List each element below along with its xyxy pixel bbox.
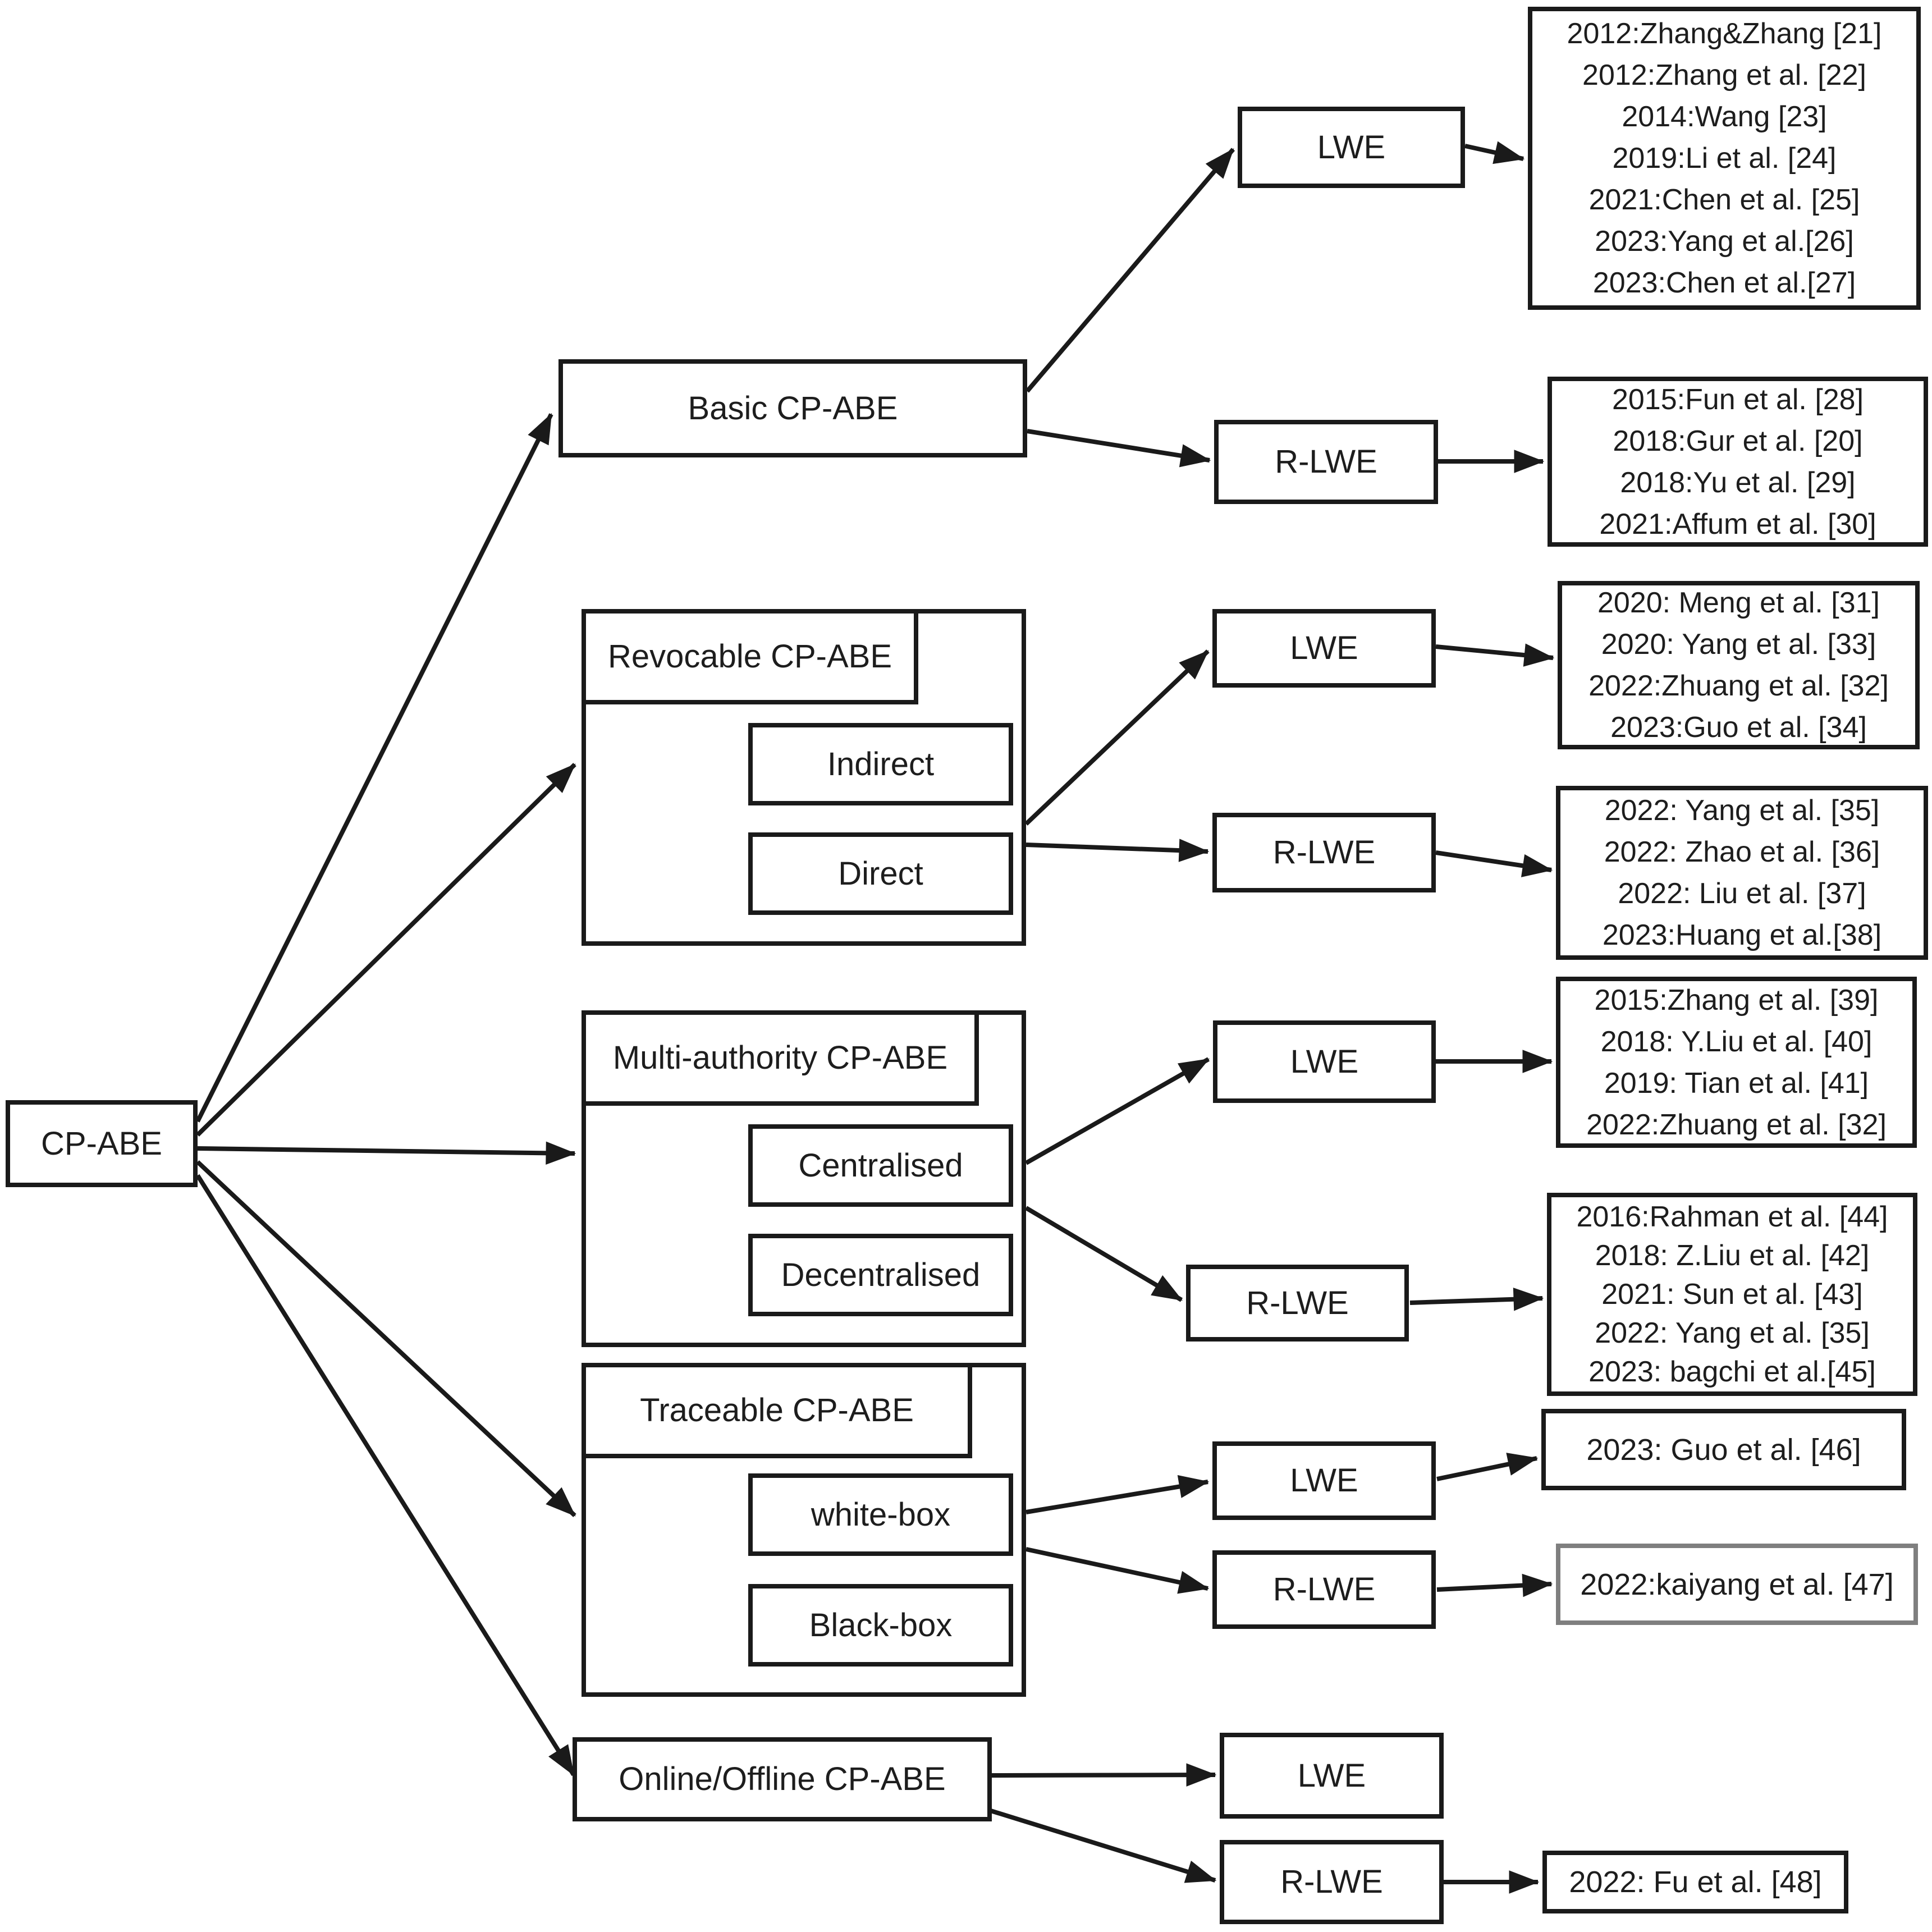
citation-box-basic-lwe: 2012:Zhang&Zhang [21] 2012:Zhang et al. … [1528, 7, 1921, 310]
citation-line: 2023:Yang et al.[26] [1595, 225, 1854, 258]
arrow-basic-to-rlwe [1027, 429, 1211, 468]
citation-line: 2020: Yang et al. [33] [1601, 628, 1876, 661]
citation-line: 2023: bagchi et al.[45] [1588, 1355, 1876, 1388]
node-decentralised: Decentralised [748, 1234, 1013, 1316]
node-centralised: Centralised [748, 1124, 1013, 1207]
node-lwe-multi: LWE [1213, 1020, 1436, 1103]
citation-box-traceable-rlwe: 2022:kaiyang et al. [47] [1556, 1544, 1918, 1625]
node-lwe-traceable: LWE [1212, 1441, 1436, 1520]
arrow-lwe-to-revocable-refs [1435, 643, 1555, 667]
arrow-root-to-basic [195, 413, 553, 1123]
citation-line: 2018:Yu et al. [29] [1620, 466, 1856, 499]
node-indirect: Indirect [748, 723, 1013, 805]
node-rlwe-revocable: R-LWE [1212, 813, 1436, 892]
arrow-root-to-multi [197, 1141, 576, 1165]
citation-line: 2018:Gur et al. [20] [1613, 424, 1863, 457]
arrow-lwe-to-traceable-refs [1436, 1453, 1539, 1481]
citation-line: 2021:Chen et al. [25] [1588, 184, 1860, 216]
arrow-online-to-rlwe [988, 1808, 1217, 1883]
citation-line: 2023:Chen et al.[27] [1592, 267, 1856, 299]
arrow-revocable-to-lwe [1024, 649, 1210, 826]
citation-line: 2018: Z.Liu et al. [42] [1595, 1239, 1870, 1272]
node-rlwe-multi: R-LWE [1186, 1265, 1409, 1342]
citation-line: 2022: Fu et al. [48] [1569, 1865, 1822, 1899]
citation-line: 2015:Fun et al. [28] [1611, 383, 1864, 416]
node-lwe-revocable: LWE [1212, 609, 1436, 688]
arrow-traceable-to-lwe [1025, 1475, 1210, 1514]
citation-box-multi-lwe: 2015:Zhang et al. [39] 2018: Y.Liu et al… [1556, 977, 1917, 1148]
node-basic-cp-abe: Basic CP-ABE [558, 359, 1027, 457]
arrow-traceable-to-rlwe [1025, 1547, 1210, 1594]
citation-line: 2022: Zhao et al. [36] [1604, 836, 1880, 868]
arrow-rlwe-to-traceable-refs [1436, 1573, 1553, 1597]
node-rlwe-basic: R-LWE [1214, 420, 1438, 504]
arrow-lwe-to-basic-refs [1464, 141, 1525, 164]
citation-box-traceable-lwe: 2023: Guo et al. [46] [1541, 1409, 1906, 1490]
citation-line: 2019:Li et al. [24] [1612, 142, 1837, 175]
label-multi-authority-cp-abe: Multi-authority CP-ABE [582, 1010, 979, 1106]
node-direct: Direct [748, 832, 1013, 915]
citation-line: 2020: Meng et al. [31] [1597, 587, 1880, 619]
citation-line: 2022: Yang et al. [35] [1595, 1316, 1870, 1349]
citation-line: 2022: Liu et al. [37] [1618, 877, 1866, 910]
citation-line: 2023: Guo et al. [46] [1586, 1432, 1861, 1467]
citation-line: 2012:Zhang et al. [22] [1582, 59, 1866, 91]
citation-line: 2022: Yang et al. [35] [1604, 794, 1880, 827]
citation-box-online-rlwe: 2022: Fu et al. [48] [1542, 1851, 1848, 1913]
citation-box-revocable-lwe: 2020: Meng et al. [31] 2020: Yang et al.… [1558, 581, 1920, 749]
arrow-revocable-to-rlwe [1025, 839, 1210, 862]
citation-line: 2022:Zhuang et al. [32] [1588, 670, 1889, 702]
citation-line: 2021: Sun et al. [43] [1601, 1278, 1863, 1311]
node-lwe-online: LWE [1220, 1733, 1444, 1819]
node-black-box: Black-box [748, 1584, 1013, 1667]
label-revocable-cp-abe: Revocable CP-ABE [582, 609, 918, 704]
citation-line: 2023:Guo et al. [34] [1610, 711, 1867, 744]
arrow-multi-to-rlwe [1024, 1206, 1183, 1302]
node-online-offline-cp-abe: Online/Offline CP-ABE [573, 1737, 992, 1821]
citation-box-revocable-rlwe: 2022: Yang et al. [35] 2022: Zhao et al.… [1556, 786, 1928, 960]
citation-line: 2014:Wang [23] [1622, 100, 1827, 133]
arrow-rlwe-to-revocable-refs [1435, 850, 1553, 877]
arrow-root-to-revocable [196, 763, 576, 1137]
node-root-cp-abe: CP-ABE [6, 1100, 198, 1187]
arrow-basic-to-lwe [1025, 148, 1235, 393]
citation-line: 2018: Y.Liu et al. [40] [1600, 1025, 1873, 1058]
arrow-root-to-online [195, 1174, 576, 1777]
node-white-box: white-box [748, 1473, 1013, 1556]
arrow-root-to-traceable [196, 1160, 576, 1517]
citation-box-basic-rlwe: 2015:Fun et al. [28] 2018:Gur et al. [20… [1548, 377, 1928, 547]
citation-line: 2015:Zhang et al. [39] [1594, 983, 1879, 1017]
node-lwe-basic: LWE [1238, 107, 1465, 188]
citation-line: 2021:Affum et al. [30] [1599, 507, 1876, 541]
arrow-rlwe-to-multi-refs [1409, 1288, 1544, 1311]
citation-line: 2022:Zhuang et al. [32] [1586, 1108, 1887, 1141]
node-rlwe-traceable: R-LWE [1212, 1550, 1436, 1629]
node-rlwe-online: R-LWE [1220, 1840, 1444, 1924]
citation-box-multi-rlwe: 2016:Rahman et al. [44] 2018: Z.Liu et a… [1547, 1193, 1917, 1396]
citation-line: 2016:Rahman et al. [44] [1576, 1200, 1888, 1233]
label-traceable-cp-abe: Traceable CP-ABE [582, 1363, 972, 1458]
citation-line: 2019: Tian et al. [41] [1604, 1066, 1869, 1100]
citation-line: 2022:kaiyang et al. [47] [1580, 1567, 1894, 1601]
arrow-multi-to-lwe [1025, 1057, 1210, 1165]
citation-line: 2023:Huang et al.[38] [1602, 919, 1882, 951]
citation-line: 2012:Zhang&Zhang [21] [1567, 17, 1882, 50]
